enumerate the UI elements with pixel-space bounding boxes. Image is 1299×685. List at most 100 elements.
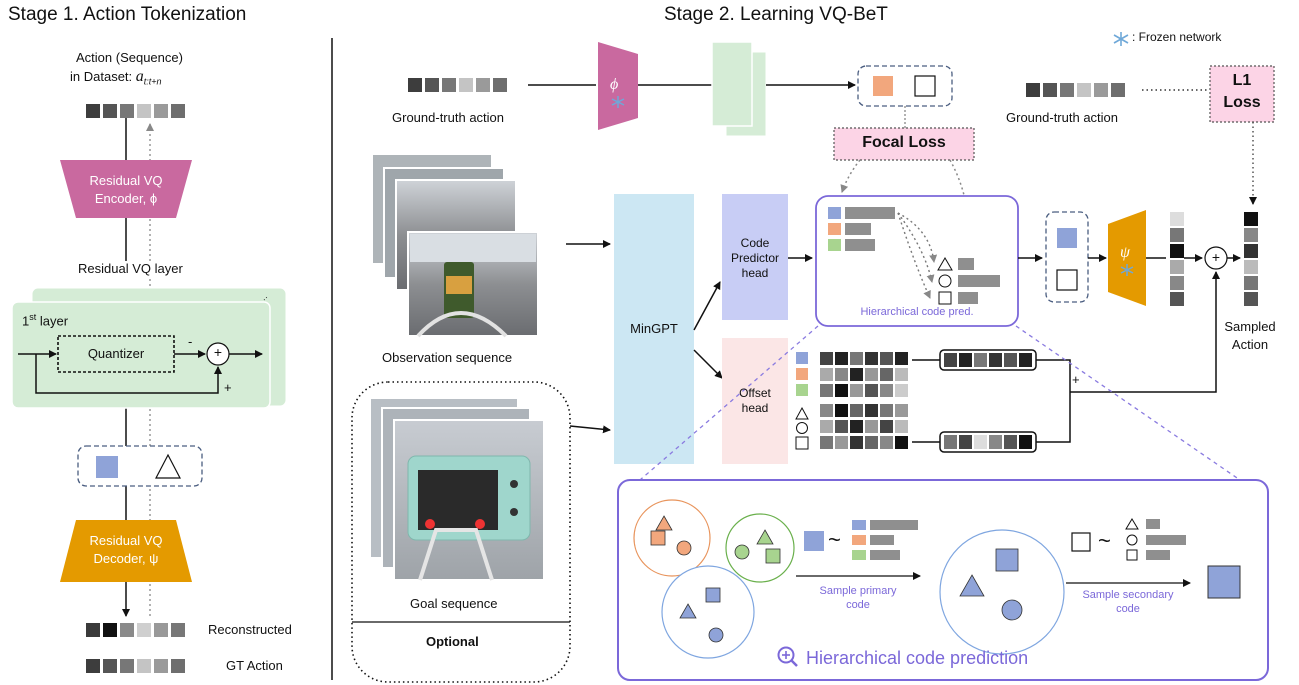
offset-head-label: Offset head [739,386,771,415]
rvq-layer-label: Residual VQ layer [76,261,185,276]
sum-symbol: + [213,344,223,360]
offset-cell [850,436,863,449]
offset-cell [835,420,848,433]
residual-layer-first [11,301,271,409]
plus-sign: + [224,380,232,395]
offset-cell [880,352,893,365]
focal-loss-box [833,127,975,161]
ground-truth-action-bar-left [408,78,507,92]
offset-cell [880,420,893,433]
tilde-primary: ~ [828,527,841,552]
offset-cell [820,436,833,449]
optional-goal-container [351,381,571,683]
offset-cell [835,404,848,417]
ground-truth-action-label-left: Ground-truth action [392,110,505,125]
offset-selected-cell [1004,435,1017,449]
ground-truth-action-bar-right [1026,83,1125,97]
frozen-encoder-phi [598,42,638,130]
sample-secondary-label: Sample secondary code [1082,589,1174,615]
code-head-label: Code Predictor head [730,236,780,280]
gt-action-bar [86,659,185,673]
mingpt-label: MinGPT [630,321,678,336]
magnifier-plus-icon [777,646,798,667]
offset-cell [865,404,878,417]
offset-selected-cell [944,353,957,367]
offset-cell [820,404,833,417]
stage1-diagram [11,104,287,673]
offset-selected-cell [959,353,972,367]
reconstructed-bar [86,623,185,637]
mingpt-block [614,194,694,464]
offset-cell [895,420,908,433]
offset-cell [880,368,893,381]
square-code-icon-top [914,75,936,97]
offset-selected-cell [974,353,987,367]
action-label-line2: in Dataset: at:t+n [70,68,162,87]
offset-cell [895,368,908,381]
offset-cell [820,384,833,397]
offset-cell [850,352,863,365]
offset-cell [820,352,833,365]
offset-selected-cell [944,435,957,449]
offset-cell [880,436,893,449]
psi-label: ψ [1120,244,1130,261]
offset-head [722,338,788,464]
offset-cell [850,404,863,417]
orange-code-icon [873,76,893,96]
snowflake-icon [1113,32,1129,46]
offset-matrix [795,352,809,450]
l1-loss-box [1209,65,1275,123]
tilde-secondary: ~ [1098,528,1111,553]
offset-cell [895,384,908,397]
goal-sequence-label: Goal sequence [410,596,498,611]
l1-loss-label: L1 Loss [1223,72,1261,111]
offset-cell [850,368,863,381]
final-code-square [1207,565,1241,599]
offset-selected-cell [959,435,972,449]
offset-cell [835,384,848,397]
offset-cell [835,436,848,449]
optional-label: Optional [426,634,479,649]
phi-label: ϕ [610,76,619,93]
decoded-action-bar [1170,212,1184,306]
square-code-icon [96,456,118,478]
offset-selected-cell [1004,353,1017,367]
plus-sign-offset: + [1072,372,1080,387]
offset-cell [880,404,893,417]
offset-cell [895,404,908,417]
offset-selected-cell [989,435,1002,449]
encoder-label: Residual VQ Encoder, ϕ [89,173,163,206]
offset-cell [880,384,893,397]
offset-cell [850,384,863,397]
offset-cell [820,420,833,433]
offset-cell [850,420,863,433]
reconstructed-label: Reconstructed [208,622,292,637]
offset-cell [865,368,878,381]
hier-panel-title: Hierarchical code prediction [806,648,1029,668]
stage2-heading: Stage 2. Learning VQ-BeT [664,4,888,25]
observation-sequence-images [371,153,539,338]
offset-selected-cell [1019,353,1032,367]
offset-cell [835,352,848,365]
offset-selected-cell [974,435,987,449]
offset-cell [865,420,878,433]
offset-selected-cell [989,353,1002,367]
offset-selected-cell [1019,435,1032,449]
stage2-top-row [408,41,1275,247]
hier-code-pred-label: Hierarchical code pred. [860,306,974,318]
snowflake-icon-decoder [1120,264,1134,276]
ground-truth-action-label-right: Ground-truth action [1006,110,1119,125]
code-predictor-head [722,194,788,320]
stage1-heading: Stage 1. Action Tokenization [8,4,247,25]
offset-cell [865,436,878,449]
decoder-label: Residual VQ Decoder, ψ [89,533,163,566]
residual-vq-decoder [60,520,192,582]
focal-loss-label: Focal Loss [862,134,946,151]
action-label-line1: Action (Sequence) [76,50,183,65]
minus-sign: - [188,334,193,349]
target-codes-box [857,65,953,107]
sampled-action-bar [1244,212,1258,306]
snowflake-icon-encoder [611,96,625,108]
plus-sign-right: + [1211,249,1221,265]
